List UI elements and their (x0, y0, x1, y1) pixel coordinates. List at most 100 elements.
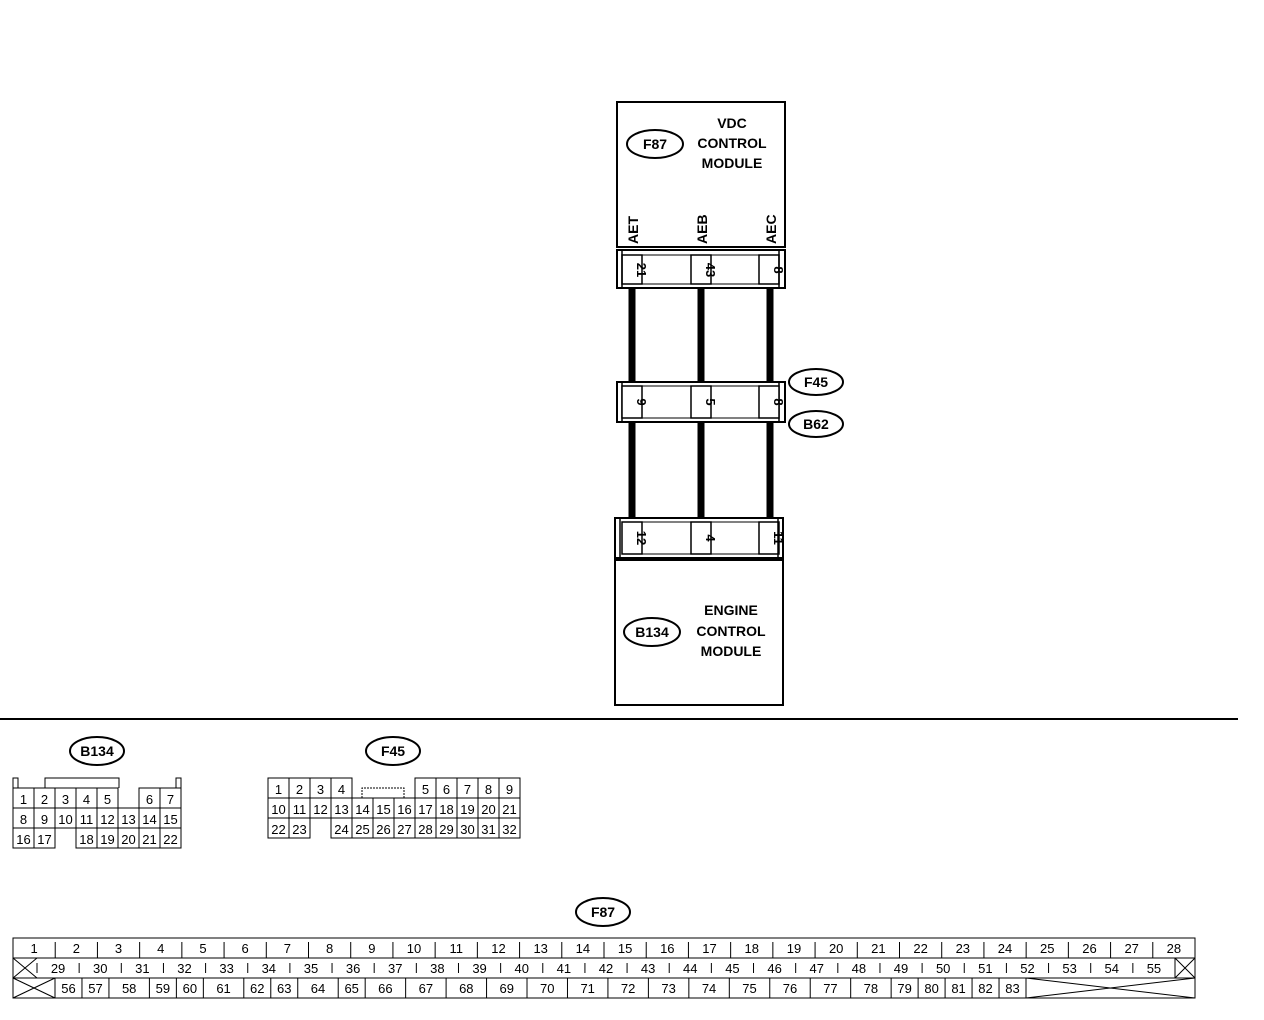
f45-pin-label: 32 (502, 822, 516, 837)
f87-pin-label: 29 (51, 961, 65, 976)
f87-pin-label: 14 (576, 941, 590, 956)
f87-face-badge-text: F87 (591, 904, 615, 920)
f45-pin-label: 5 (422, 782, 429, 797)
b134-key (44, 777, 120, 788)
f87-pin-label: 70 (540, 981, 554, 996)
f45-pin-label: 24 (334, 822, 348, 837)
f87-pin-label: 82 (978, 981, 992, 996)
f45-pin-label: 10 (271, 802, 285, 817)
f45-cavity (498, 817, 521, 839)
f45-pin-label: 7 (464, 782, 471, 797)
vdc-module-badge-text: F87 (643, 136, 667, 152)
ecm-module-box (614, 559, 784, 706)
ecm-pin-aet: 12 (634, 531, 649, 545)
vdc-module-badge (626, 129, 684, 159)
f45-pin-label: 25 (355, 822, 369, 837)
f87-pin-label: 57 (88, 981, 102, 996)
f45-pin-label: 2 (296, 782, 303, 797)
f87-pin-label: 39 (472, 961, 486, 976)
f87-pin-label: 66 (378, 981, 392, 996)
f45-pin-label: 18 (439, 802, 453, 817)
f87-pin-label: 78 (864, 981, 878, 996)
f87-pin-label: 67 (419, 981, 433, 996)
b134-pin-label: 12 (100, 812, 114, 827)
f87-pin-label: 7 (284, 941, 291, 956)
f87-pin-label: 60 (183, 981, 197, 996)
f87-pin-label: 26 (1082, 941, 1096, 956)
f87-pin-label: 30 (93, 961, 107, 976)
f45-pin-label: 31 (481, 822, 495, 837)
f45-pin-label: 28 (418, 822, 432, 837)
joint-badge-f45-text: F45 (804, 374, 828, 390)
f87-pin-label: 34 (262, 961, 276, 976)
f45-pin-label: 22 (271, 822, 285, 837)
f87-pin-label: 51 (978, 961, 992, 976)
joint-badge-b62-text: B62 (803, 416, 829, 432)
f87-pin-label: 38 (430, 961, 444, 976)
ecm-module-name-line: MODULE (701, 643, 762, 659)
f45-pin-label: 14 (355, 802, 369, 817)
b134-face-badge-text: B134 (80, 743, 114, 759)
f87-pin-label: 32 (177, 961, 191, 976)
f45-face-badge (365, 736, 421, 766)
f87-pin-label: 12 (491, 941, 505, 956)
b134-cavity (159, 827, 182, 849)
f87-blank-cavity (1025, 977, 1196, 999)
f45-pin-label: 27 (397, 822, 411, 837)
ecm-pin-aeb: 4 (703, 534, 718, 542)
f87-pin-label: 17 (702, 941, 716, 956)
f87-pin-label: 49 (894, 961, 908, 976)
f45-pin-label: 21 (502, 802, 516, 817)
b134-pin-label: 18 (79, 832, 93, 847)
f45-pin-label: 3 (317, 782, 324, 797)
f87-blank-cavity (1174, 957, 1196, 979)
f87-pin-label: 53 (1062, 961, 1076, 976)
f87-blank-cavity (12, 977, 56, 999)
f87-pin-label: 41 (557, 961, 571, 976)
b134-latch (12, 777, 19, 788)
f87-pin-label: 77 (823, 981, 837, 996)
f87-pin-label: 28 (1167, 941, 1181, 956)
f87-pin-label: 27 (1124, 941, 1138, 956)
f87-pin-label: 24 (998, 941, 1012, 956)
b134-pin-label: 21 (142, 832, 156, 847)
f45-pin-label: 12 (313, 802, 327, 817)
f87-pin-label: 48 (852, 961, 866, 976)
f87-pin-label: 80 (924, 981, 938, 996)
b134-pin-label: 7 (167, 792, 174, 807)
f45-cavity (288, 817, 311, 839)
ecm-pin-aec: 11 (771, 531, 786, 545)
f87-pin-label: 22 (913, 941, 927, 956)
vdc-pin-aec: 8 (771, 266, 786, 273)
f45-pin-label: 11 (293, 802, 307, 817)
f45-key (361, 787, 405, 798)
b134-pin-label: 16 (16, 832, 30, 847)
ecm-module-badge (623, 617, 681, 647)
f45-pin-label: 4 (338, 782, 345, 797)
b134-pin-label: 2 (41, 792, 48, 807)
f87-pin-label: 54 (1105, 961, 1119, 976)
f87-pin-label: 42 (599, 961, 613, 976)
f87-pin-label: 65 (344, 981, 358, 996)
f87-pin-label: 9 (368, 941, 375, 956)
f87-pin-label: 79 (897, 981, 911, 996)
f87-pin-label: 72 (621, 981, 635, 996)
b134-pin-label: 15 (163, 812, 177, 827)
f45-pin-label: 8 (485, 782, 492, 797)
b134-pin-label: 4 (83, 792, 90, 807)
f87-pin-label: 63 (277, 981, 291, 996)
ecm-connector-strip (614, 517, 784, 559)
f87-pin-label: 31 (135, 961, 149, 976)
f87-pin-label: 56 (61, 981, 75, 996)
f87-pin-label: 59 (156, 981, 170, 996)
f87-face-badge (575, 897, 631, 927)
f87-pin-label: 19 (787, 941, 801, 956)
vdc-module-name-line: VDC (717, 115, 747, 131)
f87-pin-label: 58 (122, 981, 136, 996)
f45-pin-label: 19 (460, 802, 474, 817)
f87-pin-label: 36 (346, 961, 360, 976)
f87-pin-label: 50 (936, 961, 950, 976)
joint-pin-aet: 9 (634, 398, 649, 405)
f87-pin-label: 81 (951, 981, 965, 996)
